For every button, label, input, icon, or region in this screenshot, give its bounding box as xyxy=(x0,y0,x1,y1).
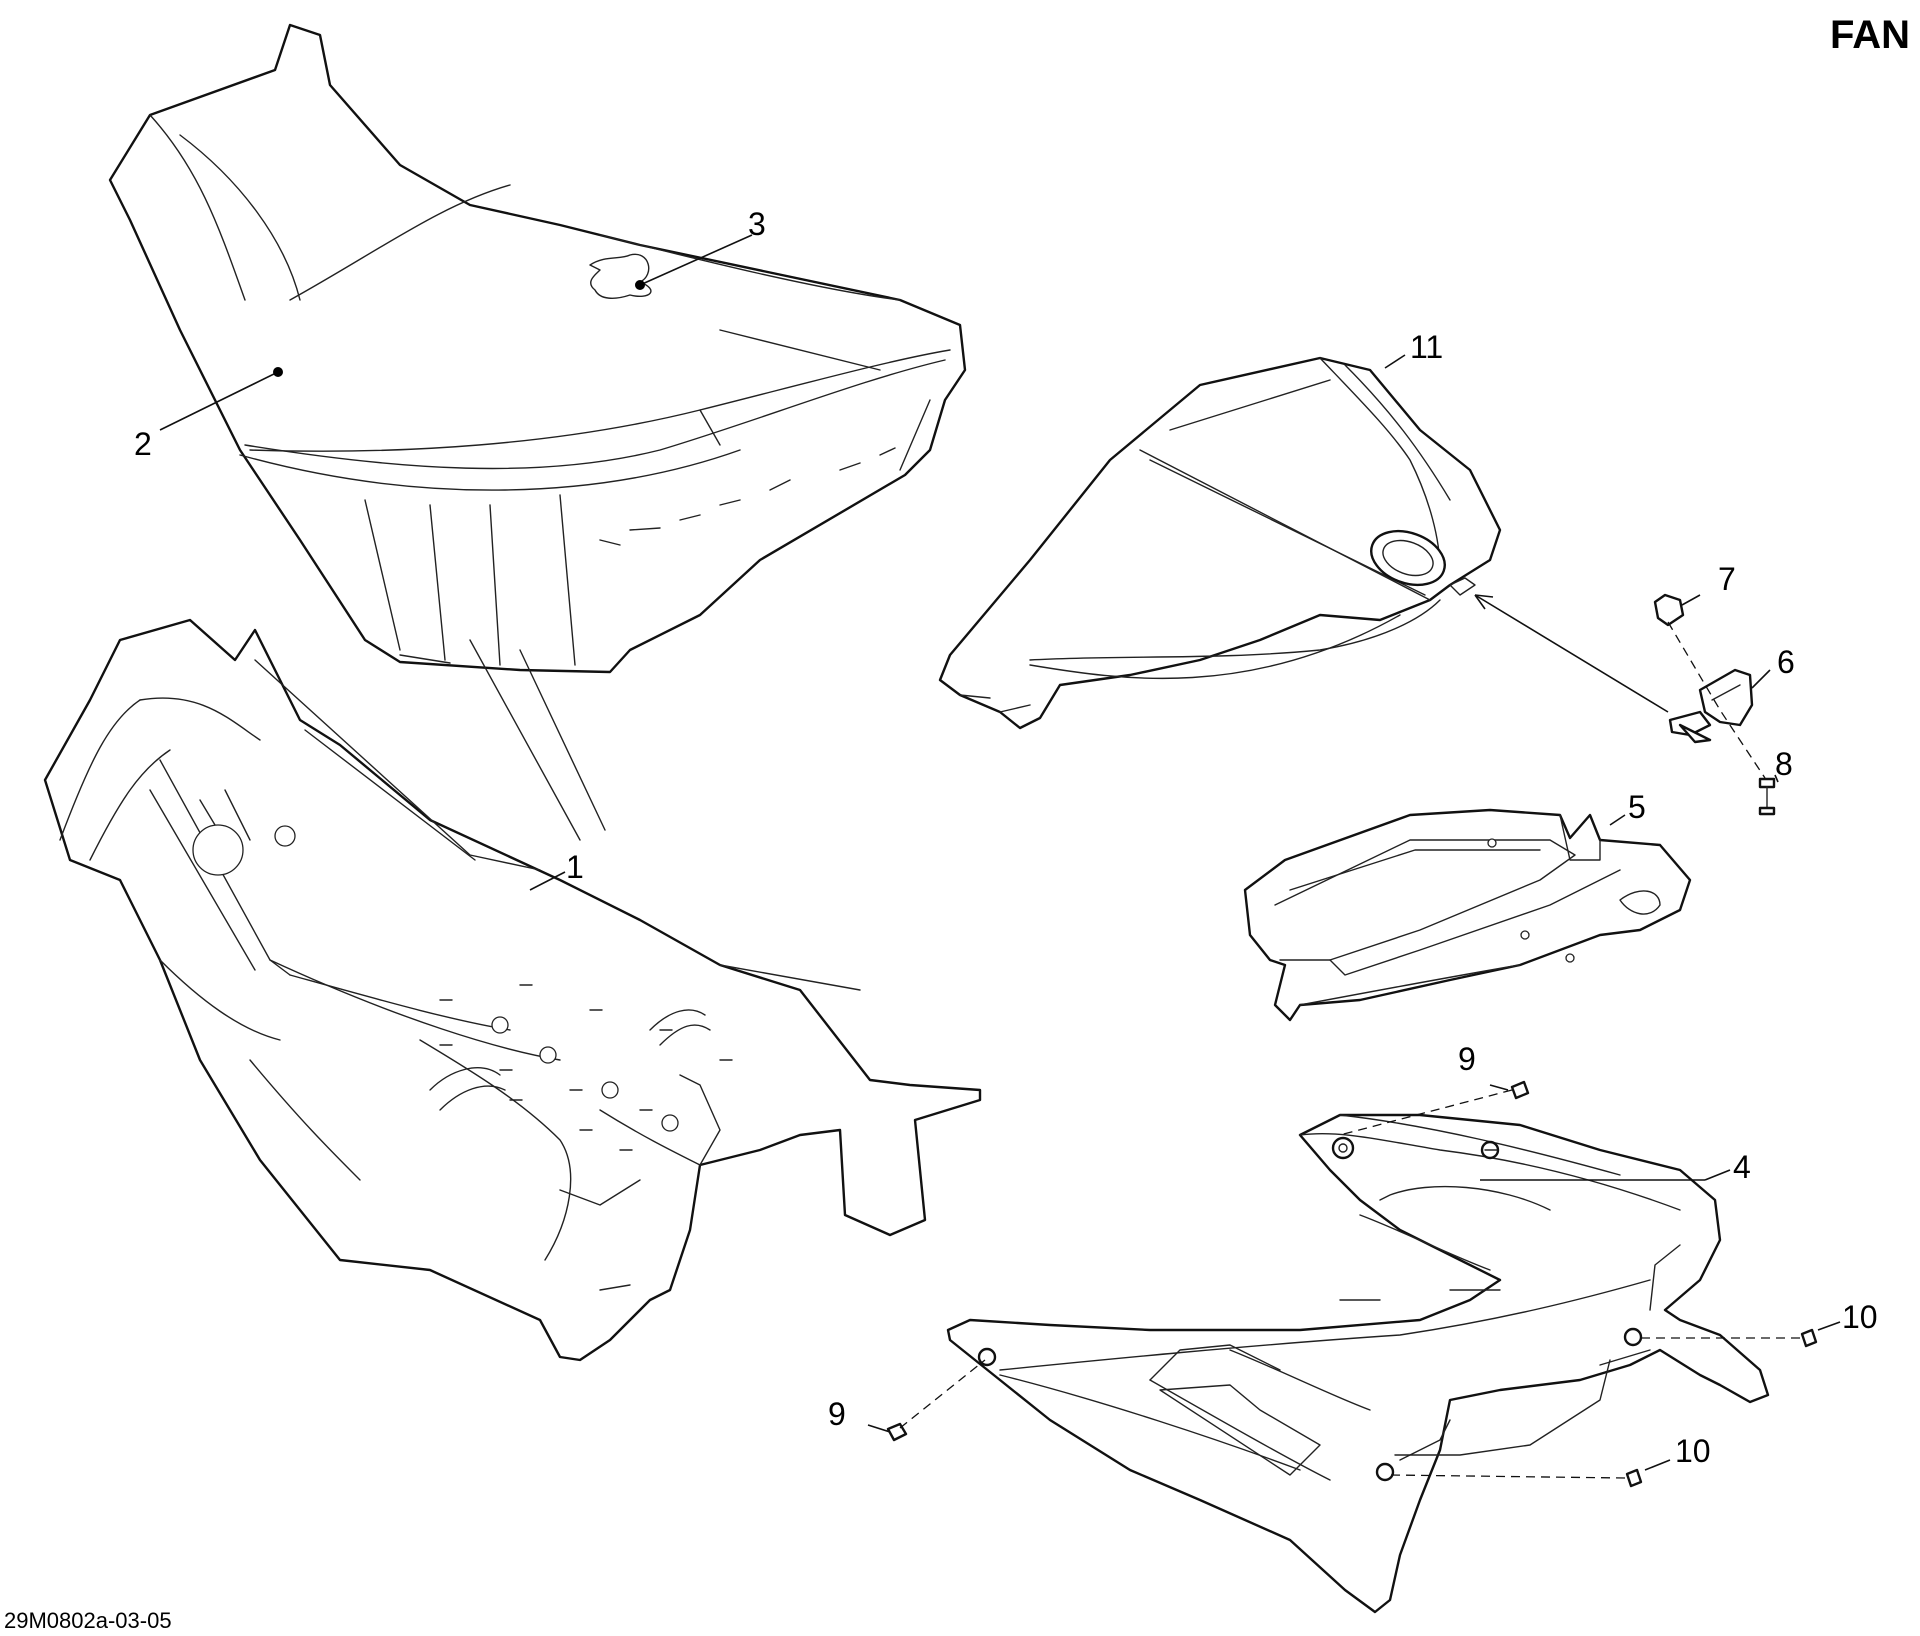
callout-5: 5 xyxy=(1628,789,1646,825)
callout-7: 7 xyxy=(1718,561,1736,597)
clip-housing xyxy=(1698,668,1754,727)
seat-base xyxy=(43,618,982,1362)
callout-10-lower: 10 xyxy=(1675,1433,1711,1469)
callout-8: 8 xyxy=(1775,746,1793,782)
callout-11: 11 xyxy=(1410,329,1443,365)
clip-nut xyxy=(1653,593,1685,627)
callout-1: 1 xyxy=(566,849,584,885)
callout-2: 2 xyxy=(134,426,152,462)
seat-cover xyxy=(108,23,967,674)
callout-10-upper: 10 xyxy=(1842,1299,1878,1335)
model-label: FAN xyxy=(1830,13,1910,57)
clip-assembly xyxy=(1474,593,1776,816)
callout-leaders xyxy=(159,234,1841,1471)
rivet-upper xyxy=(1800,1328,1818,1348)
drawing-number: 29M0802a-03-05 xyxy=(4,1608,172,1633)
clip-screw xyxy=(1758,777,1776,789)
cover xyxy=(938,356,1502,730)
screw-upper xyxy=(1510,1080,1530,1100)
callout-3: 3 xyxy=(748,206,766,242)
fasteners xyxy=(886,1080,1818,1488)
callout-9-upper: 9 xyxy=(1458,1041,1476,1077)
callout-labels: 1 2 3 4 5 6 7 8 9 9 10 10 11 xyxy=(134,206,1878,1469)
callout-4: 4 xyxy=(1733,1149,1751,1185)
screw-lower xyxy=(886,1422,908,1442)
callout-6: 6 xyxy=(1777,644,1795,680)
storage-tray xyxy=(1243,808,1692,1022)
clip-tab xyxy=(1668,710,1712,737)
side-shroud xyxy=(946,1113,1770,1614)
callout-9-lower: 9 xyxy=(828,1396,846,1432)
rivet-lower xyxy=(1625,1468,1643,1488)
